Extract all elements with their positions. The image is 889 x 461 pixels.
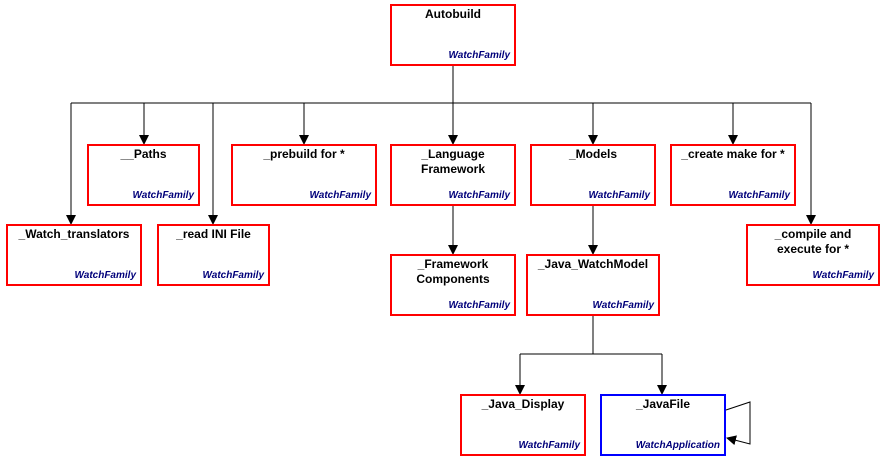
- node-title: _read INI File: [176, 227, 251, 241]
- node-compile-execute[interactable]: _compile and execute for * WatchFamily: [746, 224, 880, 286]
- node-stereotype: WatchFamily: [309, 190, 372, 201]
- node-title: _Java_WatchModel: [537, 257, 649, 271]
- node-framework-components[interactable]: _Framework Components WatchFamily: [390, 254, 516, 316]
- node-language-framework[interactable]: _Language Framework WatchFamily: [390, 144, 516, 206]
- node-paths[interactable]: __Paths WatchFamily: [87, 144, 200, 206]
- node-stereotype: WatchApplication: [635, 440, 720, 451]
- node-prebuild[interactable]: _prebuild for * WatchFamily: [231, 144, 377, 206]
- node-title: _Java_Display: [481, 397, 565, 411]
- node-stereotype: WatchFamily: [448, 50, 511, 61]
- node-java-display[interactable]: _Java_Display WatchFamily: [460, 394, 586, 456]
- node-stereotype: WatchFamily: [132, 190, 195, 201]
- node-title: _prebuild for *: [263, 147, 345, 161]
- node-stereotype: WatchFamily: [518, 440, 581, 451]
- edge-javafile-self-loop: [725, 401, 751, 446]
- node-title: _JavaFile: [635, 397, 691, 411]
- node-java-watchmodel[interactable]: _Java_WatchModel WatchFamily: [526, 254, 660, 316]
- node-stereotype: WatchFamily: [588, 190, 651, 201]
- node-stereotype: WatchFamily: [448, 190, 511, 201]
- node-stereotype: WatchFamily: [592, 300, 655, 311]
- node-javafile[interactable]: _JavaFile WatchApplication: [600, 394, 726, 456]
- node-title: _compile and execute for *: [774, 227, 852, 256]
- node-title: _create make for *: [681, 147, 785, 161]
- node-watch-translators[interactable]: _Watch_translators WatchFamily: [6, 224, 142, 286]
- node-stereotype: WatchFamily: [448, 300, 511, 311]
- node-create-make[interactable]: _create make for * WatchFamily: [670, 144, 796, 206]
- node-title: __Paths: [120, 147, 167, 161]
- node-stereotype: WatchFamily: [202, 270, 265, 281]
- node-title: _Models: [568, 147, 617, 161]
- node-stereotype: WatchFamily: [728, 190, 791, 201]
- node-title: Autobuild: [425, 7, 481, 21]
- node-autobuild[interactable]: Autobuild WatchFamily: [390, 4, 516, 66]
- node-models[interactable]: _Models WatchFamily: [530, 144, 656, 206]
- node-title: _Framework Components: [416, 257, 490, 286]
- node-stereotype: WatchFamily: [74, 270, 137, 281]
- node-read-ini[interactable]: _read INI File WatchFamily: [157, 224, 270, 286]
- node-stereotype: WatchFamily: [812, 270, 875, 281]
- node-title: _Watch_translators: [18, 227, 130, 241]
- node-title: _Language Framework: [420, 147, 486, 176]
